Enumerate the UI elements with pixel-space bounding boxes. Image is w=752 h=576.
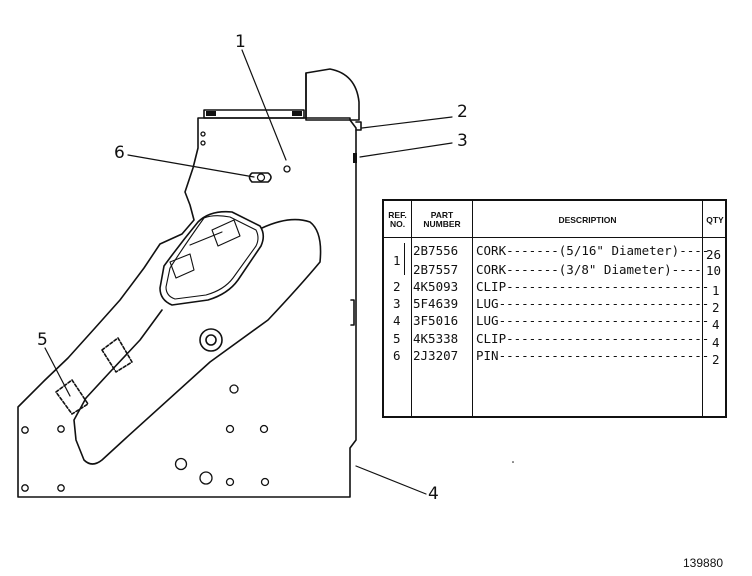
header-part-number: PART NUMBER bbox=[423, 210, 461, 229]
row-ref: 1 bbox=[393, 253, 401, 268]
inner-cutout bbox=[159, 210, 265, 306]
row-part-number: 2B7556 bbox=[413, 243, 459, 258]
row-ref: 2 bbox=[393, 279, 401, 294]
large-hole bbox=[199, 328, 223, 352]
row-description: CORK-------(3/8" Diameter)---- bbox=[476, 262, 702, 277]
row-description: CLIP--------------------------- bbox=[476, 279, 710, 294]
row-qty: 4 bbox=[712, 335, 720, 350]
figure-number: 139880 bbox=[683, 556, 724, 570]
mounting-holes bbox=[21, 131, 291, 492]
row-qty: 1 bbox=[712, 283, 720, 298]
row-description: PIN---------------------------- bbox=[476, 348, 710, 363]
bracket-ref-1 bbox=[404, 243, 410, 275]
row-description: CORK-------(5/16" Diameter)---- bbox=[476, 243, 710, 258]
row-part-number: 4K5338 bbox=[413, 331, 459, 346]
row-ref: 4 bbox=[393, 313, 401, 328]
row-description: LUG---------------------------- bbox=[476, 313, 710, 328]
top-rail bbox=[203, 109, 305, 119]
top-cap bbox=[305, 68, 360, 121]
row-qty: 2 bbox=[712, 352, 720, 367]
row-part-number: 5F4639 bbox=[413, 296, 459, 311]
clip-sleeve-upper bbox=[101, 337, 133, 373]
header-ref-no: REF. NO. bbox=[388, 210, 407, 229]
header-qty: QTY bbox=[706, 214, 724, 225]
callout-1: 1 bbox=[235, 32, 246, 52]
row-description: LUG---------------------------- bbox=[476, 296, 710, 311]
header-description: DESCRIPTION bbox=[558, 214, 617, 225]
callout-4: 4 bbox=[428, 484, 439, 504]
callout-5: 5 bbox=[37, 330, 48, 350]
row-part-number: 2B7557 bbox=[413, 262, 459, 277]
row-description: CLIP--------------------------- bbox=[476, 331, 710, 346]
row-qty: 4 bbox=[712, 317, 720, 332]
lug-tab bbox=[353, 153, 357, 163]
row-part-number: 3F5016 bbox=[413, 313, 459, 328]
row-ref: 6 bbox=[393, 348, 401, 363]
row-part-number: 4K5093 bbox=[413, 279, 459, 294]
row-part-number: 2J3207 bbox=[413, 348, 459, 363]
row-ref: 5 bbox=[393, 331, 401, 346]
row-ref: 3 bbox=[393, 296, 401, 311]
callout-2: 2 bbox=[457, 102, 468, 122]
row-qty: 26 bbox=[706, 247, 722, 262]
callout-3: 3 bbox=[457, 131, 468, 151]
side-panel-outline bbox=[17, 117, 357, 498]
row-qty: 2 bbox=[712, 300, 720, 315]
callout-6: 6 bbox=[114, 143, 125, 163]
row-qty: 10 bbox=[706, 263, 722, 278]
parts-list-table: REF. NO. PART NUMBER DESCRIPTION QTY bbox=[382, 199, 727, 418]
clip-sleeve-lower bbox=[55, 379, 89, 415]
leader-lines bbox=[44, 49, 453, 495]
